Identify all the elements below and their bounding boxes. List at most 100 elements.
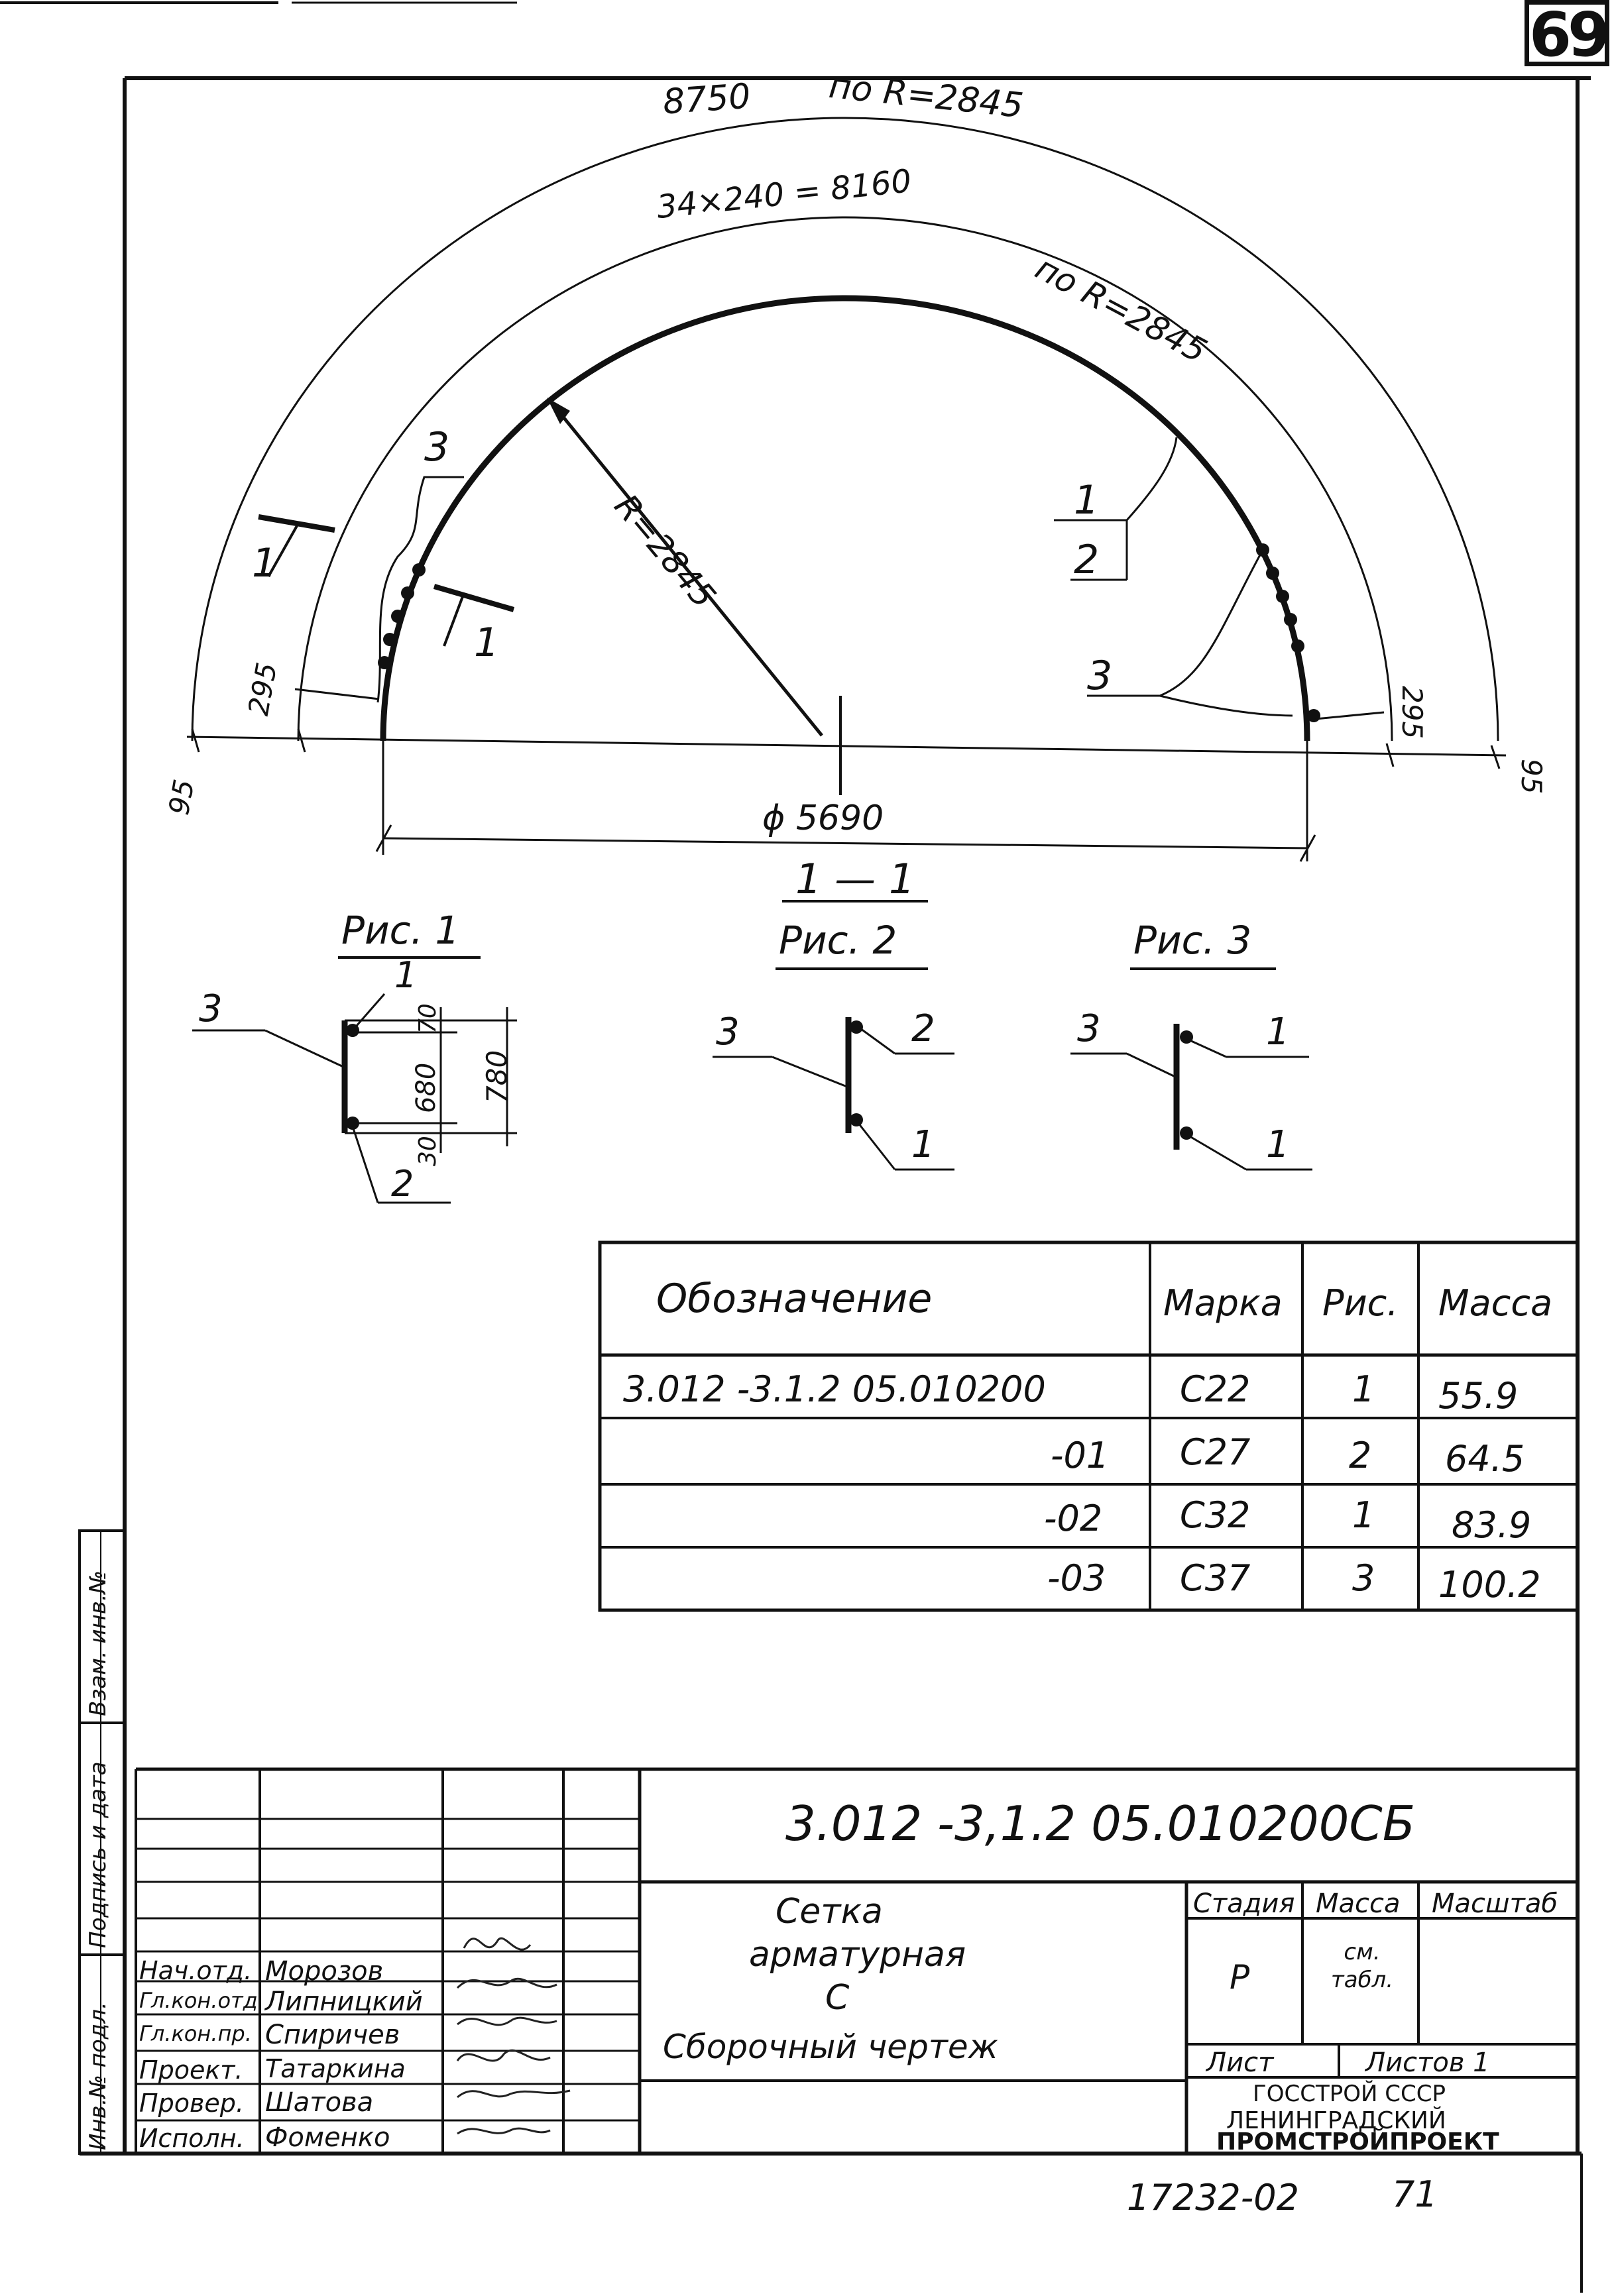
fig2-leader-1 [857,1122,896,1170]
fig2-leader-3b [772,1056,848,1088]
diameter-tick-r [1299,834,1316,862]
spec-row-0-mass: 55.9 [1438,1375,1519,1417]
dim-edge-right: 95 [1515,759,1548,794]
callout-section-right: 1 [474,620,500,666]
staff-name-1: Липницкий [265,1987,423,2017]
base-line [186,736,1507,757]
fig3-leader-1b [1189,1135,1247,1171]
edge-tick-l1 [191,728,200,753]
section-cut-right-bar [433,584,515,612]
spec-row-2-mark: С32 [1180,1494,1251,1536]
diameter-line [382,837,1308,849]
signature-scribbles [456,1937,571,2135]
staff-role-5: Исполн. [139,2124,245,2153]
fig2-dot-top [850,1020,863,1034]
spec-row-3-fig: 3 [1352,1557,1375,1599]
tb-name-line3: С [825,1978,850,2018]
staff-role-0: Нач.отд. [139,1956,253,1985]
section-cut-left-arrow [267,523,300,577]
fig1-dim-70: 70 [414,1003,441,1034]
staff-name-5: Фоменко [265,2122,390,2153]
tb-name-line2: арматурная [749,1935,966,1975]
edge-tick-r2 [1385,743,1395,767]
leader-right-1-curve [1125,437,1178,521]
fig3-label-1a: 1 [1266,1011,1290,1054]
spec-row-2-designation: -02 [1044,1498,1103,1539]
fig1-dim-30: 30 [414,1136,441,1166]
outer-dimension-arc [191,117,1499,741]
staff-name-2: Спиричев [265,2020,400,2050]
tb-mass-value: см. табл. [1330,1939,1394,1993]
dim-outer-arc: 8750 [662,76,752,123]
footer-page: 71 [1392,2173,1438,2215]
rebar-dots-left [378,563,426,669]
fig3-label-3: 3 [1077,1007,1101,1050]
callout-section-left: 1 [252,540,278,586]
fig2-title: Рис. 2 [779,918,897,963]
fig1-label-2: 2 [391,1163,414,1205]
tb-org-line1: ГОССТРОЙ СССР [1253,2081,1446,2107]
inner-dimension-arc [297,216,1393,741]
section-cut-left-bar [258,514,335,533]
main-arc [380,295,1310,741]
spec-row-3-mark: С37 [1180,1557,1251,1599]
callout-right-2: 2 [1074,537,1100,583]
rebar-dots-right [1256,543,1320,722]
leader-right-295 [1315,711,1385,720]
leader-left-3 [376,476,464,703]
sheet-number: 69 [1525,0,1610,66]
tb-mass-header: Масса [1316,1888,1401,1919]
fig2-leader-2 [858,1026,895,1055]
section-cut-right-arrow [443,592,465,647]
spec-row-1-designation: -01 [1051,1435,1110,1476]
fig1-label-1: 1 [394,954,418,996]
section-title: 1 — 1 [795,855,915,903]
spec-row-1-mark: С27 [1180,1431,1251,1473]
staff-name-0: Морозов [265,1956,384,1987]
tb-stage-header: Стадия [1193,1888,1295,1919]
tb-left-rows [136,1818,640,2122]
edge-tick-l2 [297,728,306,753]
dim-offset-right: 295 [1396,686,1428,739]
spec-header-fig: Рис. [1322,1282,1399,1324]
radius-line [549,400,823,737]
fig3-title: Рис. 3 [1133,918,1252,963]
fig2-label-2: 2 [911,1007,935,1050]
spec-row-1-fig: 2 [1349,1435,1372,1476]
leader-right-3 [1087,549,1293,717]
dim-edge-left: 95 [162,777,201,818]
spec-row-0-mark: С22 [1180,1368,1251,1410]
tb-scale-header: Масштаб [1432,1888,1558,1919]
radius-arrowhead [547,398,570,424]
spec-row-0-designation: 3.012 -3.1.2 05.010200 [623,1368,1046,1410]
fig1-dim-780: 780 [481,1050,513,1103]
tb-org-line2: ЛЕНИНГРАДСКИЙ [1226,2107,1446,2134]
callout-right-1: 1 [1074,477,1100,523]
side-stamp-column [78,1529,126,2155]
spec-row-1-mass: 64.5 [1445,1438,1525,1480]
callout-left-3: 3 [424,424,450,470]
side-stamp-inv-orig: Инв.№ подл. [85,2002,111,2150]
spec-table-border [598,1240,1580,1612]
fig2-label-3: 3 [716,1011,740,1054]
fig3-leader-3b [1126,1052,1176,1078]
fig1-title: Рис. 1 [341,908,460,953]
tb-code: 3.012 -3,1.2 05.010200СБ [785,1796,1416,1851]
staff-role-3: Проект. [139,2055,243,2085]
staff-name-3: Татаркина [265,2054,406,2083]
staff-role-1: Гл.кон.отд [139,1988,258,2013]
tb-sheets-label: Листов 1 [1365,2048,1490,2078]
spec-header-mass: Масса [1438,1282,1553,1324]
fig1-label-3: 3 [199,987,223,1030]
side-stamp-sign-date: Подпись и дата [85,1761,111,1948]
spec-header-designation: Обозначение [656,1276,933,1322]
tb-name-line4: Сборочный чертеж [663,2028,998,2066]
spec-row-0-fig: 1 [1352,1368,1375,1410]
spec-row-2-fig: 1 [1352,1494,1375,1536]
tb-name-line1: Сетка [776,1892,883,1932]
fig2-dot-bottom [850,1113,863,1126]
tb-stage-value: Р [1230,1958,1250,1996]
diameter-tick-l [375,824,392,852]
spec-header-mark: Марка [1163,1282,1283,1324]
fig1-leader-3b [264,1029,344,1068]
